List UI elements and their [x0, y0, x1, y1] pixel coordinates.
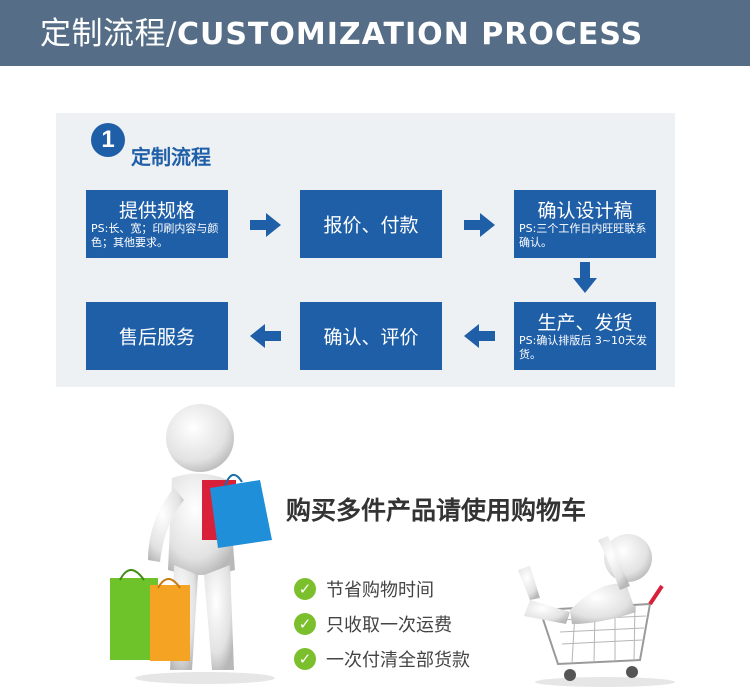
arrow-right-icon [464, 213, 495, 237]
title-cn: 定制流程/ [40, 16, 177, 52]
check-icon: ✓ [294, 578, 316, 600]
benefit-label: 一次付清全部货款 [326, 650, 470, 671]
step-box-note: PS:三个工作日内旺旺联系确认。 [519, 222, 647, 249]
arrow-left-icon [464, 324, 495, 348]
step-box-note: PS:确认排版后 3~10天发货。 [519, 334, 648, 361]
arrow-right-icon [250, 213, 281, 237]
step-box-title: 报价、付款 [323, 214, 419, 237]
title-en: CUSTOMIZATION PROCESS [176, 17, 644, 52]
step-box-title: 提供规格 [118, 200, 195, 222]
step-box-title: 售后服务 [118, 326, 195, 349]
check-icon: ✓ [294, 613, 316, 635]
step-box-title: 确认、评价 [323, 326, 419, 349]
check-icon: ✓ [294, 648, 316, 670]
shopping-cart-illustration [518, 534, 675, 687]
step-box-title: 生产、发货 [537, 312, 633, 334]
benefit-list: ✓ 节省购物时间 ✓ 只收取一次运费 ✓ 一次付清全部货款 [294, 578, 470, 683]
step-box-after-sales: 售后服务 [86, 302, 228, 370]
benefit-label: 节省购物时间 [326, 580, 434, 601]
arrow-down-icon [573, 262, 597, 293]
step-box-production-shipping: 生产、发货 PS:确认排版后 3~10天发货。 [514, 302, 656, 370]
step-box-confirm-review: 确认、评价 [300, 302, 442, 370]
step-title: 定制流程 [131, 145, 211, 169]
shopper-figure-illustration [110, 404, 275, 684]
step-box-confirm-design: 确认设计稿 PS:三个工作日内旺旺联系确认。 [514, 190, 656, 258]
step-box-specs: 提供规格 PS:长、宽；印刷内容与颜色；其他要求。 [86, 190, 228, 258]
benefit-item: ✓ 只收取一次运费 [294, 613, 470, 636]
step-box-quote-payment: 报价、付款 [300, 190, 442, 258]
step-number-badge: 1 [91, 123, 125, 157]
step-box-title: 确认设计稿 [537, 200, 633, 222]
cart-headline: 购买多件产品请使用购物车 [286, 496, 587, 525]
header-banner: 定制流程/CUSTOMIZATION PROCESS [0, 0, 750, 66]
page-title: 定制流程/CUSTOMIZATION PROCESS [40, 6, 643, 62]
benefit-label: 只收取一次运费 [326, 615, 452, 636]
benefit-item: ✓ 节省购物时间 [294, 578, 470, 601]
arrow-left-icon [250, 324, 281, 348]
step-box-note: PS:长、宽；印刷内容与颜色；其他要求。 [91, 222, 219, 249]
benefit-item: ✓ 一次付清全部货款 [294, 648, 470, 671]
